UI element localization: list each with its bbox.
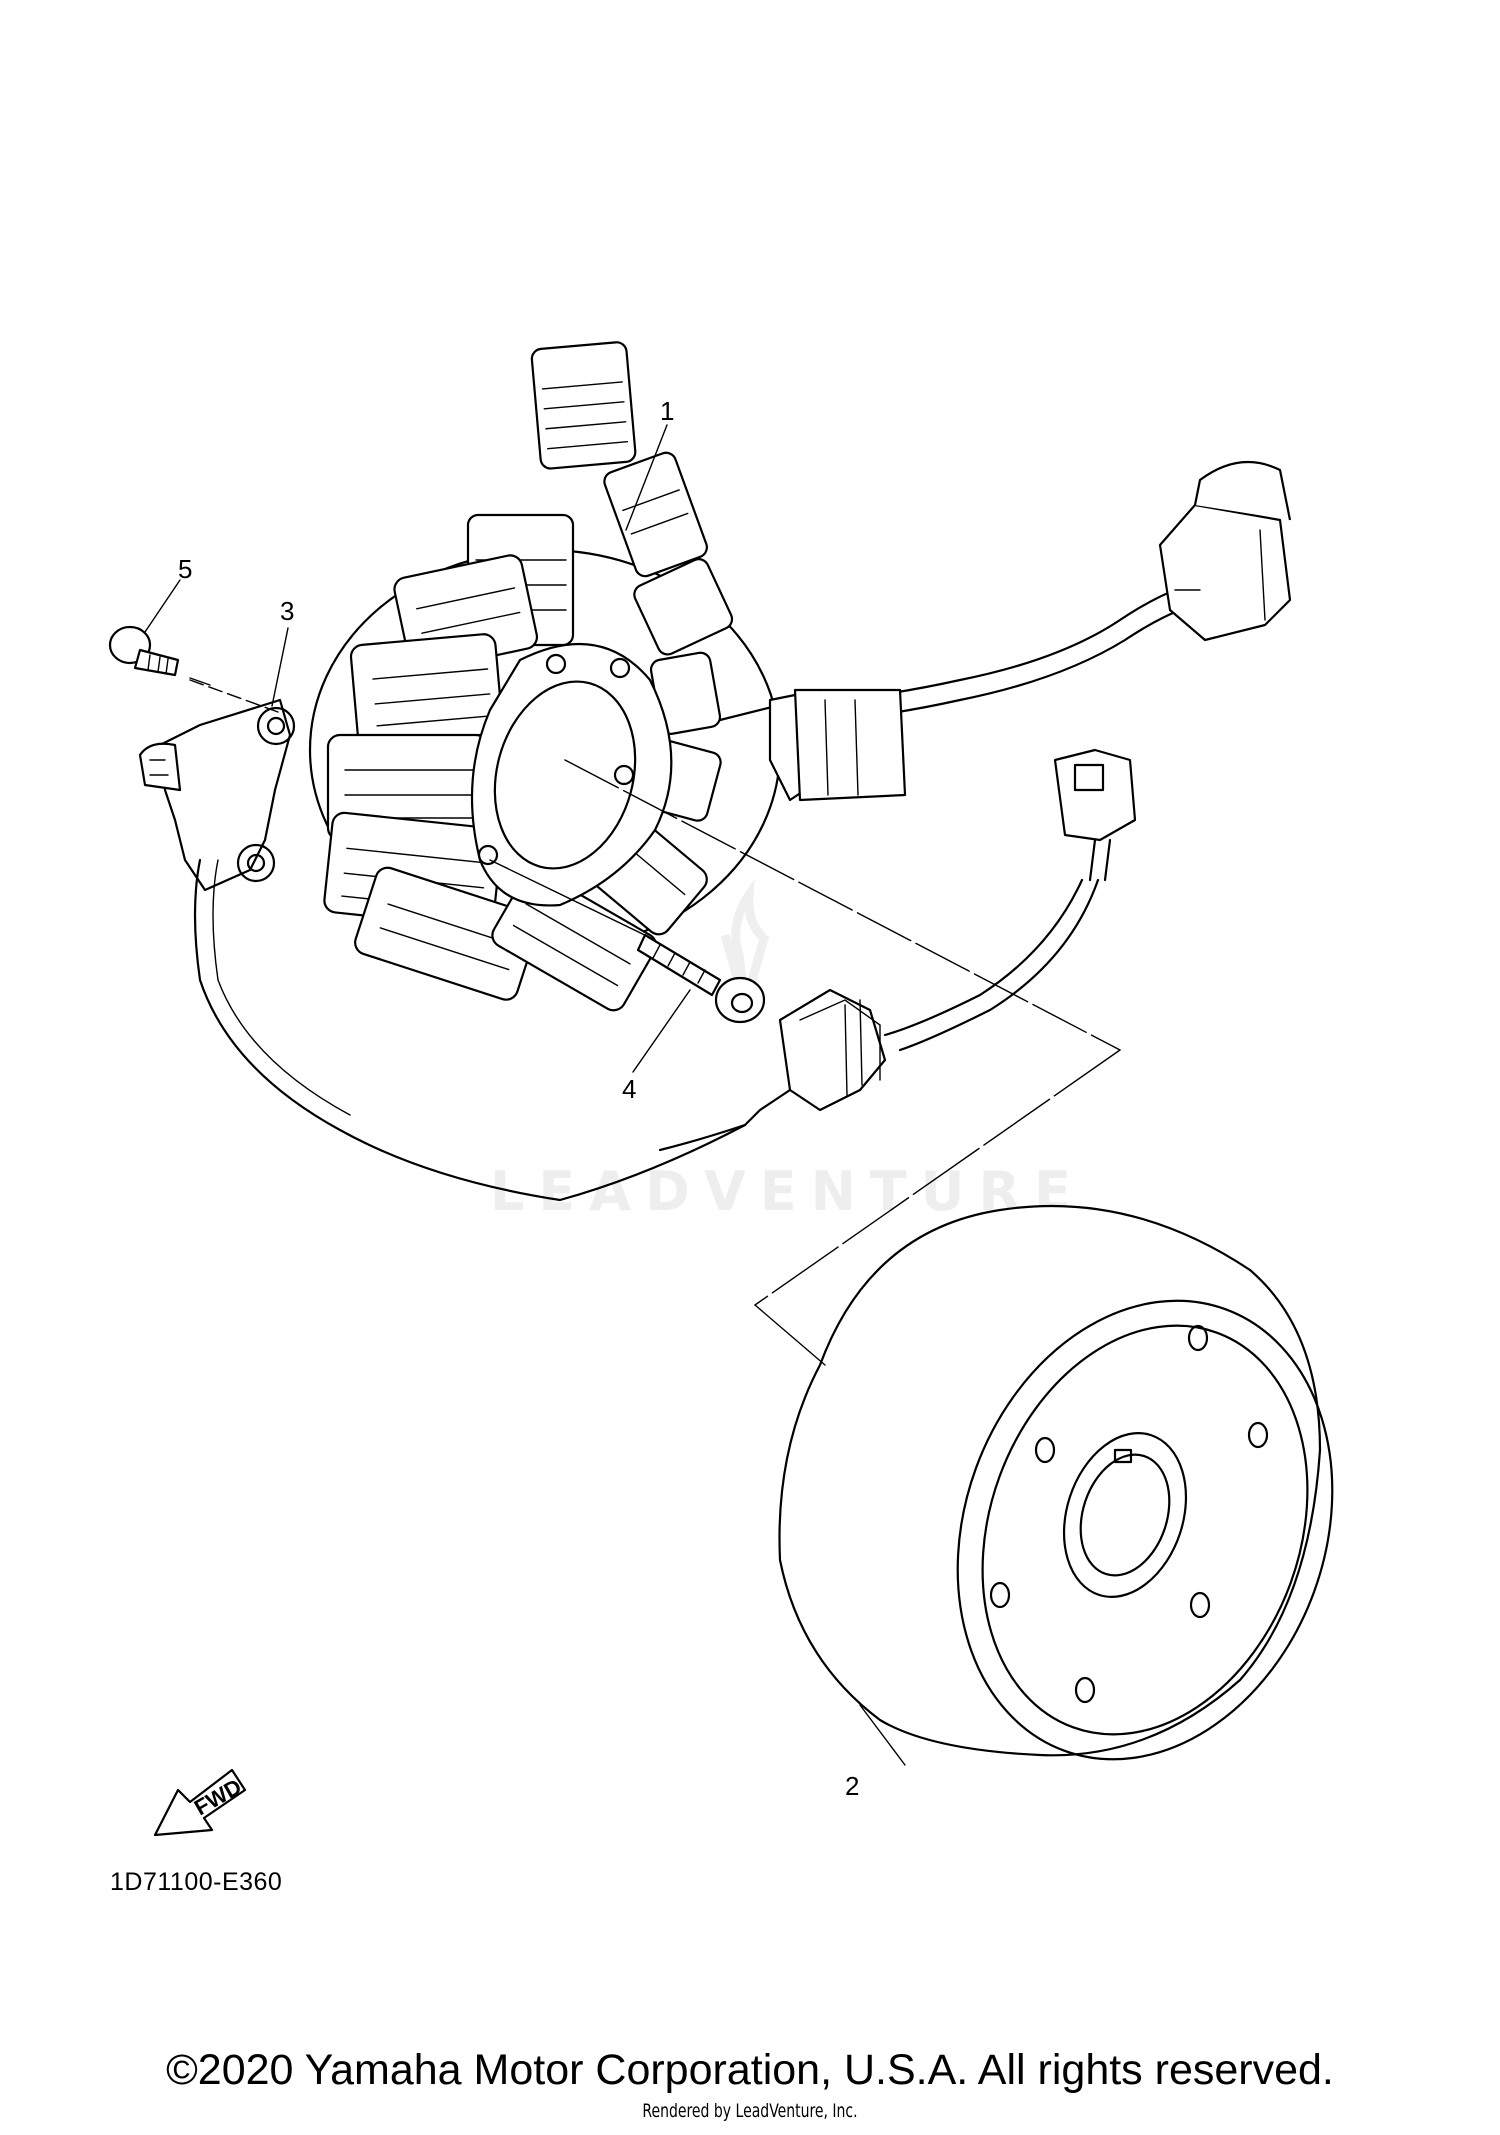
callout-1: 1 (660, 396, 674, 426)
stator-coils (323, 341, 734, 1012)
fwd-arrow-icon: FWD (153, 1768, 247, 1837)
stator-connector (1158, 460, 1292, 642)
copyright-notice: ©2020 Yamaha Motor Corporation, U.S.A. A… (166, 2046, 1334, 2094)
pickup-lead (558, 1123, 747, 1202)
callout-labels: 1 2 3 4 5 (178, 396, 859, 1801)
callout-3: 3 (280, 596, 294, 626)
stator-assembly[interactable] (308, 341, 1182, 1014)
assembly-guide-lines (189, 679, 1121, 1366)
sensor-connector (658, 748, 1137, 1152)
diagram-code: 1D71100-E360 (110, 1868, 283, 1896)
rotor-assembly[interactable] (778, 1204, 1395, 1812)
pickup-coil[interactable] (138, 698, 562, 1202)
screw[interactable] (108, 625, 211, 686)
callout-leaders (144, 424, 906, 1766)
callout-4: 4 (622, 1074, 636, 1104)
bolt[interactable] (636, 933, 766, 1024)
rendered-by-notice: Rendered by LeadVenture, Inc. (642, 2100, 858, 2122)
callout-5: 5 (178, 554, 192, 584)
callout-2: 2 (845, 1771, 859, 1801)
